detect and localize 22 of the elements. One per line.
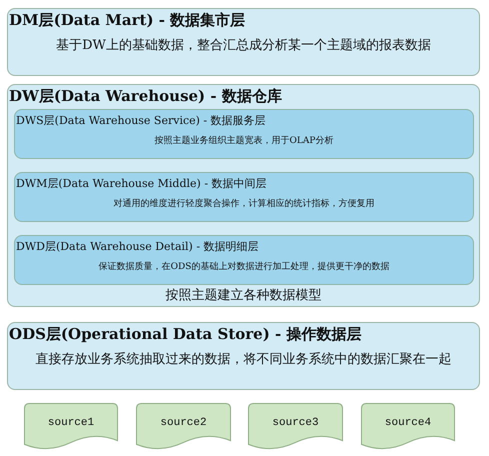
sublayer-description: 对通用的维度进行轻度聚合操作，计算相应的统计指标，方便复用 [112,198,376,210]
layer-box [7,322,480,390]
sublayer-box [14,172,474,222]
sublayer-title: DWD层(Data Warehouse Detail) - 数据明细层 [16,239,259,254]
source-label: source1 [46,417,96,429]
sublayer-box [14,235,474,285]
sublayer-title: DWS层(Data Warehouse Service) - 数据服务层 [16,113,266,128]
layer-description: 基于DW上的基础数据，整合汇总成分析某一个主题域的报表数据 [55,37,432,54]
sublayer-description: 保证数据质量，在ODS的基础上对数据进行加工处理，提供更干净的数据 [98,260,390,273]
layer-title: ODS层(Operational Data Store) - 操作数据层 [9,325,362,344]
source-label: source2 [159,417,208,429]
layer-box [7,8,480,76]
layer-description: 直接存放业务系统抽取过来的数据，将不同业务系统中的数据汇聚在一起 [34,351,452,368]
sublayer-title: DWM层(Data Warehouse Middle) - 数据中间层 [16,176,267,191]
source-label: source4 [384,417,432,429]
layer-box [7,84,480,307]
layer-title: DM层(Data Mart) - 数据集市层 [9,11,246,30]
source-label: source3 [271,417,320,429]
layer-description: 按照主题建立各种数据模型 [164,287,322,304]
sublayer-box [14,109,474,159]
sublayer-description: 按照主题业务组织主题宽表，用于OLAP分析 [154,134,334,147]
layer-title: DW层(Data Warehouse) - 数据仓库 [9,87,282,106]
